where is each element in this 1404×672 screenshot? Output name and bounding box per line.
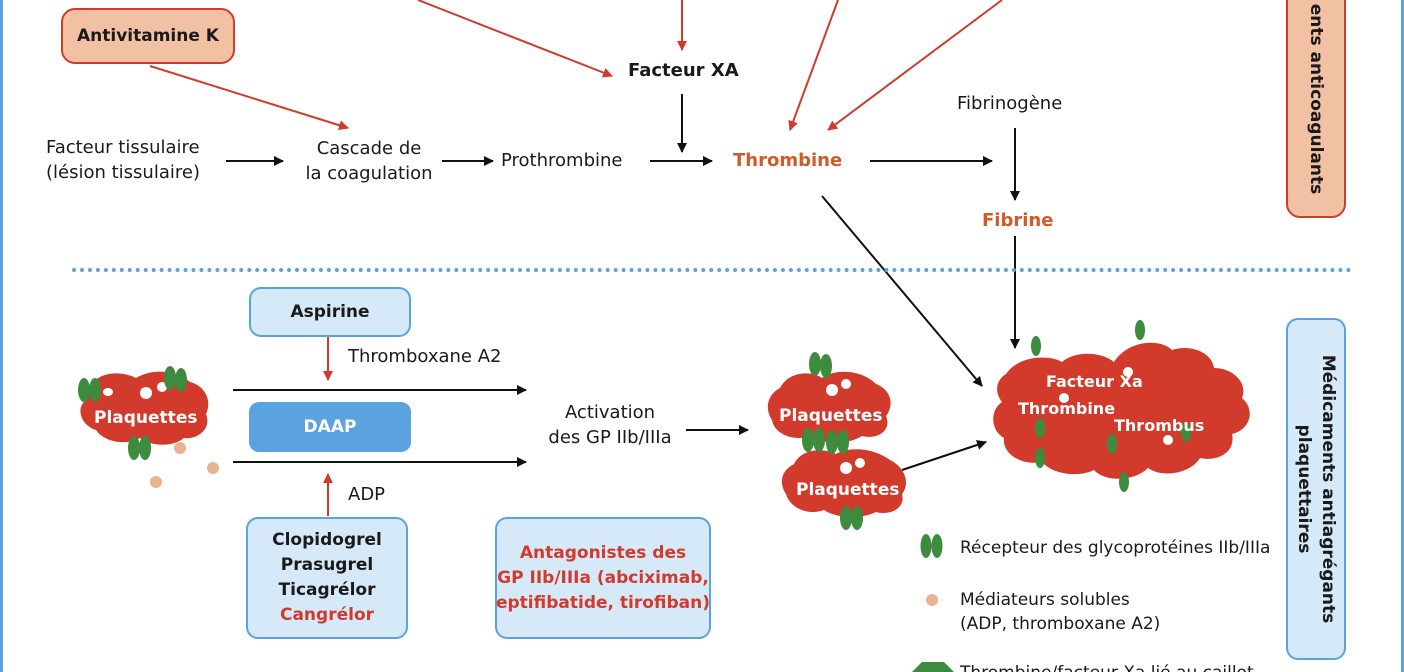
antiplatelet-side-label: Médicaments antiagrégants plaquettaires	[1292, 355, 1340, 624]
legend-mediators-line2: (ADP, thromboxane A2)	[960, 614, 1161, 634]
plaquettes-left-label: Plaquettes	[94, 408, 198, 428]
thromboxane-label: Thromboxane A2	[348, 346, 502, 367]
aspirine-label: Aspirine	[290, 301, 370, 322]
thrombine-label: Thrombine	[733, 150, 843, 171]
drug-prasugrel: Prasugrel	[280, 555, 374, 575]
mediator-dots	[150, 442, 219, 488]
antiplatelet-side-line2: plaquettaires	[1294, 424, 1314, 554]
drug-ticagrelor: Ticagrélor	[278, 580, 376, 600]
receptors-left	[78, 366, 187, 460]
thrombus-cluster	[993, 342, 1250, 479]
arrow-to-facteur-xa-left	[417, 0, 613, 78]
cascade-line2: la coagulation	[305, 163, 433, 184]
activation-line2: des GP IIb/IIIa	[548, 427, 672, 448]
gp-antagonists-line2: GP IIb/IIIa (abciximab,	[497, 567, 709, 588]
fibrinogene-label: Fibrinogène	[957, 93, 1063, 114]
activation-line1: Activation	[564, 402, 656, 423]
drug-clopidogrel: Clopidogrel	[272, 530, 382, 550]
plaquettes-mid-top-label: Plaquettes	[779, 406, 883, 426]
plaquettes-mid-bottom-label: Plaquettes	[796, 480, 900, 500]
platelet-left	[80, 371, 209, 445]
receptors-mid	[802, 352, 863, 530]
daap-box: DAAP	[249, 402, 411, 452]
gp-antagonists-line1: Antagonistes des	[519, 542, 687, 563]
antiplatelet-side-line1: Médicaments antiagrégants	[1318, 354, 1338, 624]
legend-mediators-line1: Médiateurs solubles	[960, 590, 1130, 610]
arrow-to-thrombine-2	[827, 0, 1003, 131]
prothrombine-label: Prothrombine	[501, 150, 623, 171]
legend-receptor-label: Récepteur des glycoprotéines IIb/IIIa	[960, 538, 1271, 558]
bound-factor-icon	[912, 662, 954, 672]
legend-bound-label: Thrombine/facteur Xa lié au caillot	[960, 662, 1254, 672]
adp-label: ADP	[348, 484, 386, 505]
platelet-mid-top	[767, 371, 891, 443]
anticoagulants-side-tab: ents anticoagulants	[1286, 0, 1346, 218]
anticoagulants-side-label: ents anticoagulants	[1306, 3, 1326, 195]
arrow-plaquettes-to-thrombus	[901, 440, 987, 471]
cascade-line1: Cascade de	[316, 138, 422, 159]
antivitamine-k-box: Antivitamine K	[61, 8, 235, 64]
frame-left-border	[0, 0, 3, 672]
thrombus-facteur-xa-label: Facteur Xa	[1046, 372, 1143, 391]
fibrine-label: Fibrine	[982, 210, 1054, 231]
thrombus-label: Thrombus	[1114, 416, 1205, 435]
thrombus-thrombine-label: Thrombine	[1018, 399, 1116, 418]
receptor-icon	[920, 534, 943, 558]
aspirine-box: Aspirine	[249, 287, 411, 337]
mediator-dot-icon	[926, 594, 938, 606]
red-arrows	[149, 0, 1003, 516]
arrow-to-thrombine-1	[788, 0, 839, 131]
antivitamine-k-label: Antivitamine K	[77, 25, 219, 46]
facteur-tissulaire-line1: Facteur tissulaire	[46, 137, 200, 158]
facteur-xa-label: Facteur XA	[628, 60, 739, 81]
gp-antagonists-box: Antagonistes des GP IIb/IIIa (abciximab,…	[495, 517, 711, 639]
daap-label: DAAP	[303, 416, 357, 437]
arrow-thrombine-to-thrombus	[821, 195, 983, 387]
facteur-tissulaire-line2: (lésion tissulaire)	[46, 162, 200, 183]
platelet-mid-bottom	[781, 449, 906, 518]
antiplatelet-side-tab: Médicaments antiagrégants plaquettaires	[1286, 318, 1346, 660]
p2y12-drugs-box: Clopidogrel Prasugrel Ticagrélor Cangrél…	[246, 517, 408, 639]
frame-right-border	[1401, 0, 1404, 672]
section-divider	[72, 268, 1352, 272]
gp-antagonists-line3: eptifibatide, tirofiban)	[495, 592, 711, 613]
thrombus-receptors	[1031, 320, 1191, 492]
arrow-avk-to-cascade	[149, 65, 349, 131]
black-arrows	[226, 94, 1020, 471]
drug-cangrelor: Cangrélor	[279, 605, 375, 625]
